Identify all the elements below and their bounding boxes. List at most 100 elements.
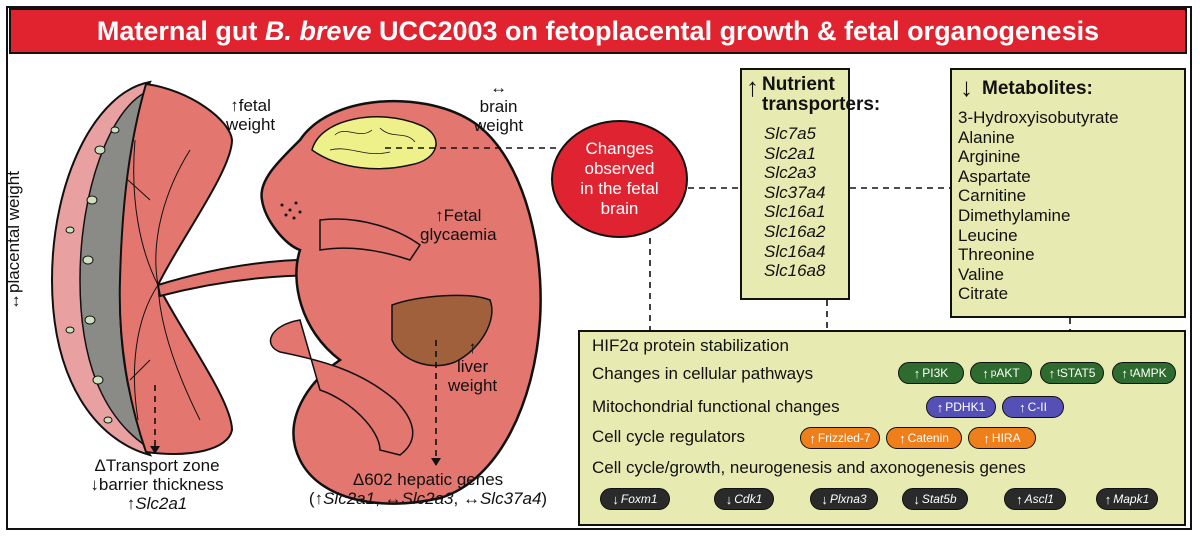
brain-changes-circle: Changes observed in the fetal brain: [551, 120, 688, 238]
nutrient-gene: Slc16a8: [764, 261, 826, 281]
metabolite-item: Aspartate: [958, 166, 1031, 186]
pill-ascl1: ↑Ascl1: [1004, 488, 1066, 510]
liver-weight-line1: ↑: [468, 338, 477, 357]
circle-line2: observed: [584, 159, 655, 178]
fetal-weight-line1: ↑fetal: [230, 96, 271, 115]
pill-c-ii: ↑C-II: [1002, 396, 1064, 418]
pill-label: Plxna3: [829, 492, 867, 506]
pill-arrow: ↑: [1016, 491, 1023, 507]
fetus-liver: [391, 294, 493, 367]
pill-arrow: ↓: [913, 491, 920, 507]
title-species: B. breve: [264, 15, 372, 46]
hepatic-line1: Δ602 hepatic genes: [352, 470, 504, 489]
brain-weight-line1: ↔: [490, 78, 508, 97]
fetal-weight-line2: weight: [226, 115, 276, 134]
nutrient-title-2: transporters:: [762, 94, 881, 115]
metabolite-list: 3-Hydroxyisobutyrate Alanine Arginine As…: [958, 108, 1119, 304]
pill-arrow: ↑: [899, 430, 906, 446]
pill-arrow: ↑: [809, 430, 816, 446]
metabolite-item: Leucine: [958, 225, 1018, 245]
fetus-face: [280, 201, 302, 220]
pill-foxm1: ↓Foxm1: [600, 488, 670, 510]
pill-arrow: ↑: [1019, 399, 1026, 415]
circle-line1: Changes: [585, 139, 654, 158]
hepatic-genes-label: Δ602 hepatic genes (↑Slc2a1, ↔Slc2a3, ↔S…: [278, 470, 578, 508]
pill-pi3k: ↑PI3K: [898, 362, 964, 384]
nutrient-gene: Slc16a1: [764, 202, 826, 222]
nutrient-gene: Slc16a4: [764, 241, 826, 261]
row-mitochondrial: Mitochondrial functional changes: [592, 397, 840, 416]
pill-label: PDHK1: [945, 400, 986, 414]
pill-frizzled-7: ↑Frizzled-7: [800, 427, 880, 449]
metabolite-item: 3-Hydroxyisobutyrate: [958, 108, 1119, 127]
pill-mapk1: ↑Mapk1: [1096, 488, 1158, 510]
pill-label: PI3K: [922, 366, 949, 380]
metabolites-box: ↓ Metabolites: 3-Hydroxyisobutyrate Alan…: [950, 68, 1186, 318]
pill-label: Mapk1: [1113, 492, 1150, 506]
placenta-line2: ↓barrier thickness: [90, 475, 224, 494]
metabolite-item: Carnitine: [958, 186, 1027, 206]
title-part1: Maternal gut: [96, 15, 258, 46]
placenta-line3-arrow: ↑: [126, 494, 136, 513]
pill-label: AKT: [996, 366, 1020, 380]
row-genes: Cell cycle/growth, neurogenesis and axon…: [592, 458, 1026, 477]
pill-label: Cdk1: [734, 492, 763, 506]
liver-weight-line3: weight: [448, 376, 498, 395]
hepatic-close: ): [541, 489, 548, 508]
pill-arrow: ↓: [612, 491, 619, 507]
metabolite-item: Dimethylamine: [958, 205, 1071, 225]
metabolites-arrow: ↓: [960, 72, 973, 102]
metabolites-title: Metabolites:: [982, 78, 1093, 99]
circle-line4: brain: [600, 199, 639, 218]
pill-arrow: ↑: [913, 365, 921, 381]
hepatic-sep-1: , ↔: [375, 489, 402, 508]
placenta-cells: [65, 126, 120, 424]
hepatic-sep-2: , ↔: [453, 489, 480, 508]
nutrient-gene: Slc2a1: [764, 143, 816, 163]
row-pathways: Changes in cellular pathways: [592, 364, 814, 383]
pill-pdhk1: ↑PDHK1: [926, 396, 996, 418]
pill-arrow: ↑: [936, 399, 944, 415]
title-part2: UCC2003 on fetoplacental growth & fetal …: [378, 15, 1100, 46]
pill-sup: t: [1057, 367, 1060, 379]
circle-line3: in the fetal: [580, 179, 659, 198]
nutrient-gene: Slc2a3: [764, 163, 816, 183]
brain-weight-line3: weight: [474, 116, 524, 135]
pill-label: Foxm1: [620, 492, 658, 506]
fetus-leg: [269, 319, 414, 456]
row-hif2a: HIF2α protein stabilization: [592, 336, 789, 355]
placenta-vessels: [127, 139, 201, 421]
glycaemia-line2: glycaemia: [420, 225, 497, 244]
outer-frame: [6, 6, 1192, 530]
pill-arrow: ↑: [1121, 365, 1128, 381]
nutrient-gene: Slc7a5: [764, 124, 816, 143]
nutrient-gene-list: Slc7a5 Slc2a1 Slc2a3 Slc37a4 Slc16a1 Slc…: [764, 124, 825, 281]
glycaemia-label: ↑Fetal glycaemia: [420, 206, 497, 244]
nutrient-gene: Slc37a4: [764, 182, 826, 202]
metabolite-item: Arginine: [958, 147, 1021, 167]
pill-label: C-II: [1027, 400, 1047, 414]
brain-weight-line2: brain: [479, 97, 518, 116]
connectors: [154, 147, 1071, 460]
pill-sup: t: [1129, 367, 1133, 379]
nutrient-arrow: ↑: [746, 72, 759, 102]
placenta-line1: ΔTransport zone: [94, 456, 220, 475]
pill-arrow: ↓: [725, 491, 733, 507]
nutrient-gene: Slc16a2: [764, 221, 826, 241]
brain-weight-label: ↔ brain weight: [474, 78, 523, 135]
pill-label: Catenin: [907, 431, 949, 445]
pill-label: HIRA: [991, 431, 1021, 445]
pill-plxna3: ↓Plxna3: [810, 488, 878, 510]
fetus-brain: [311, 116, 437, 170]
metabolite-item: Threonine: [958, 245, 1035, 265]
hepatic-gene-2: Slc2a3: [401, 489, 454, 508]
fetal-weight-label: ↑fetal weight: [226, 96, 275, 134]
pill-arrow: ↓: [821, 491, 828, 507]
placental-weight-label: ↔placental weight: [4, 171, 23, 310]
pill-arrow: ↑: [1048, 365, 1056, 381]
pill-hira: ↑HIRA: [968, 427, 1036, 449]
pill-sup: p: [990, 367, 997, 379]
placenta-line3-gene: Slc2a1: [135, 494, 188, 513]
